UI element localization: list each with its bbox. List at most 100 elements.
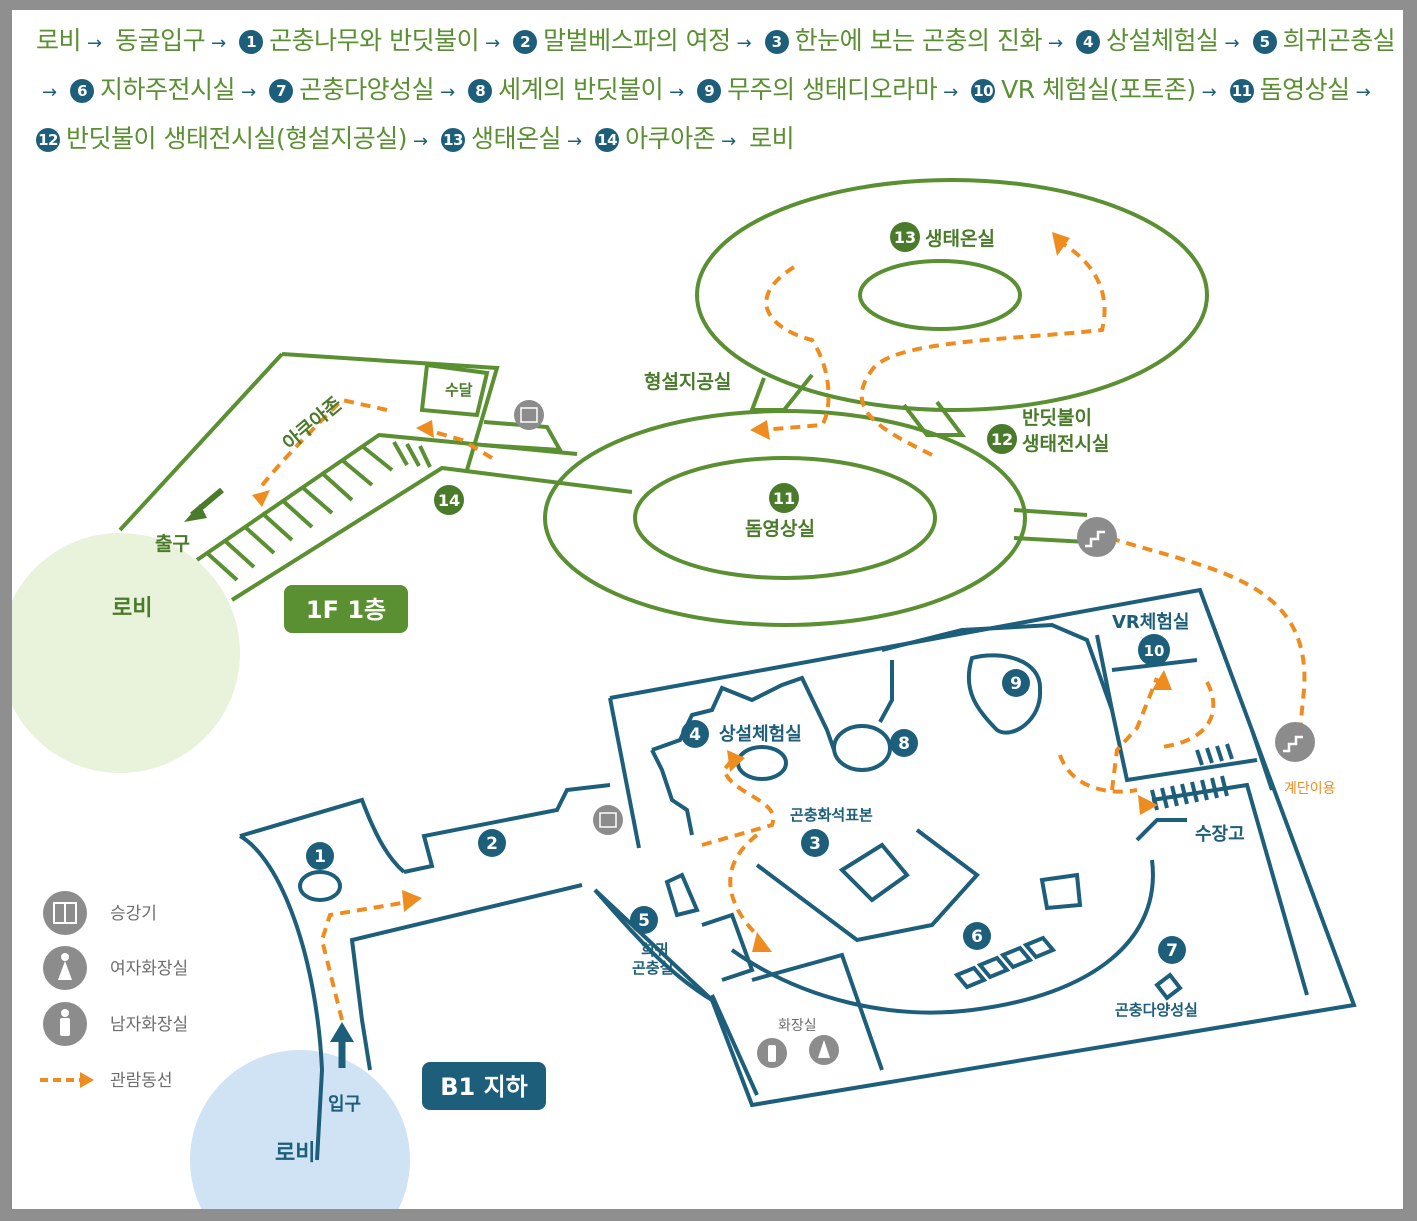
legend-route-label: 관람동선	[110, 1071, 173, 1091]
room4-label: 상설체험실	[719, 723, 802, 745]
route-step-label: VR 체험실(포토존)	[1001, 75, 1196, 104]
route-arrow: →	[211, 33, 226, 54]
legend-route-icon	[40, 1072, 94, 1088]
badge-b1-3-text: 3	[809, 834, 821, 854]
aquarium-label: 수장고	[1195, 824, 1245, 845]
svg-text:1F 1층: 1F 1층	[306, 596, 386, 624]
route-step-number: 4	[1076, 30, 1101, 54]
route-arrow: →	[1047, 33, 1063, 54]
lobby-b1-area	[190, 1050, 410, 1209]
route-arrow: →	[1224, 33, 1240, 54]
route-step-label: 생태온실	[471, 124, 562, 153]
room12-label-line2: 생태전시실	[1022, 433, 1109, 455]
lobby-b1-label: 로비	[275, 1141, 315, 1166]
legend-men-label: 남자화장실	[110, 1015, 188, 1035]
aqua-zone-label: 아쿠아존	[279, 393, 347, 455]
badge-b1: B1 지하	[422, 1062, 546, 1110]
badge-11	[769, 483, 799, 513]
badge-b1-2-text: 2	[486, 834, 498, 854]
route-step-number: 13	[441, 128, 466, 152]
route-arrow: →	[241, 82, 256, 103]
entrance-arrowhead	[330, 1022, 354, 1042]
entrance-label: 입구	[328, 1093, 361, 1115]
route-step-label: 반딧불이 생태전시실(형설지공실)	[66, 124, 407, 153]
badge-14-text: 14	[438, 491, 460, 510]
badge-13-text: 13	[894, 228, 916, 247]
route-step-label: 돔영상실	[1259, 75, 1351, 104]
badge-b1-5-text: 5	[638, 911, 650, 931]
room12-label-line1: 반딧불이	[1022, 407, 1092, 429]
route-step-label: 세계의 반딧불이	[498, 75, 664, 104]
legend-women-icon	[43, 946, 87, 990]
route-arrow: →	[1201, 82, 1217, 103]
badge-b1-7	[1158, 936, 1186, 964]
route-step: 로비	[36, 26, 82, 55]
badge-b1-4	[681, 720, 709, 748]
route-step-label: 한눈에 보는 곤충의 진화	[794, 26, 1043, 55]
route-step-label: 로비	[749, 124, 795, 153]
stairs-use-label: 계단이용	[1284, 781, 1336, 797]
route-step-number: 8	[468, 79, 493, 103]
route-step-label: 로비	[36, 26, 82, 55]
exit-arrowhead	[184, 504, 207, 522]
route-step-label: 곤충다양성실	[299, 75, 435, 104]
stairs-icon-1f	[1077, 517, 1117, 557]
legend-men-icon	[43, 1002, 87, 1046]
route-step: 로비	[749, 124, 795, 153]
badge-b1-7-text: 7	[1166, 941, 1178, 961]
badge-b1-3	[801, 829, 829, 857]
legend-elevator-label: 승강기	[110, 904, 157, 924]
women-restroom-icon	[809, 1035, 839, 1065]
route-step-number: 7	[269, 79, 294, 103]
route-step-label: 곤충나무와 반딧불이	[269, 26, 480, 55]
badge-11-text: 11	[773, 489, 795, 508]
room10-label: VR체험실	[1112, 611, 1189, 633]
route-arrow: →	[736, 33, 752, 54]
badge-b1-6-text: 6	[971, 927, 983, 947]
badge-b1-5	[630, 906, 658, 934]
sudal-label: 수달	[445, 381, 473, 399]
route-step-number: 10	[971, 79, 996, 103]
badge-b1-4-text: 4	[689, 725, 701, 745]
legend-elevator-icon	[43, 891, 87, 935]
elevator-icon-1f	[514, 400, 544, 430]
fossil-label: 곤충화석표본	[790, 806, 873, 824]
route-step-number: 3	[764, 30, 789, 54]
badge-b1-2	[478, 829, 506, 857]
svg-text:B1 지하: B1 지하	[440, 1073, 528, 1101]
badge-b1-9-text: 9	[1010, 674, 1022, 694]
legend: 승강기 여자화장실 남자화장실 관람동선	[40, 891, 188, 1091]
route-step-label: 무주의 생태디오라마	[727, 75, 938, 104]
legend-women-label: 여자화장실	[110, 959, 188, 979]
route-arrow: →	[669, 82, 684, 103]
badge-b1-8	[890, 729, 918, 757]
badge-13	[890, 222, 920, 252]
route-arrow: →	[440, 82, 455, 103]
room13-label: 생태온실	[925, 228, 995, 250]
floor-b1-walls	[238, 587, 1357, 1161]
route-step-label: 상설체험실	[1106, 26, 1219, 55]
route-arrowheads	[252, 232, 1172, 952]
room5-label-line1: 희귀	[641, 941, 669, 959]
lobby-1f-area	[12, 533, 240, 773]
route-step: 동굴입구	[115, 26, 206, 55]
route-step-number: 12	[36, 128, 60, 152]
route-arrow: →	[1355, 82, 1371, 103]
badge-1f: 1F 1층	[284, 585, 408, 633]
route-arrow: →	[42, 82, 57, 103]
exit-label: 출구	[155, 533, 190, 555]
floor-1f-walls	[118, 178, 1209, 627]
route-step-number: 14	[595, 128, 620, 152]
badge-b1-9	[1002, 669, 1030, 697]
restroom-label: 화장실	[778, 1018, 817, 1034]
route-step-number: 2	[513, 30, 538, 54]
